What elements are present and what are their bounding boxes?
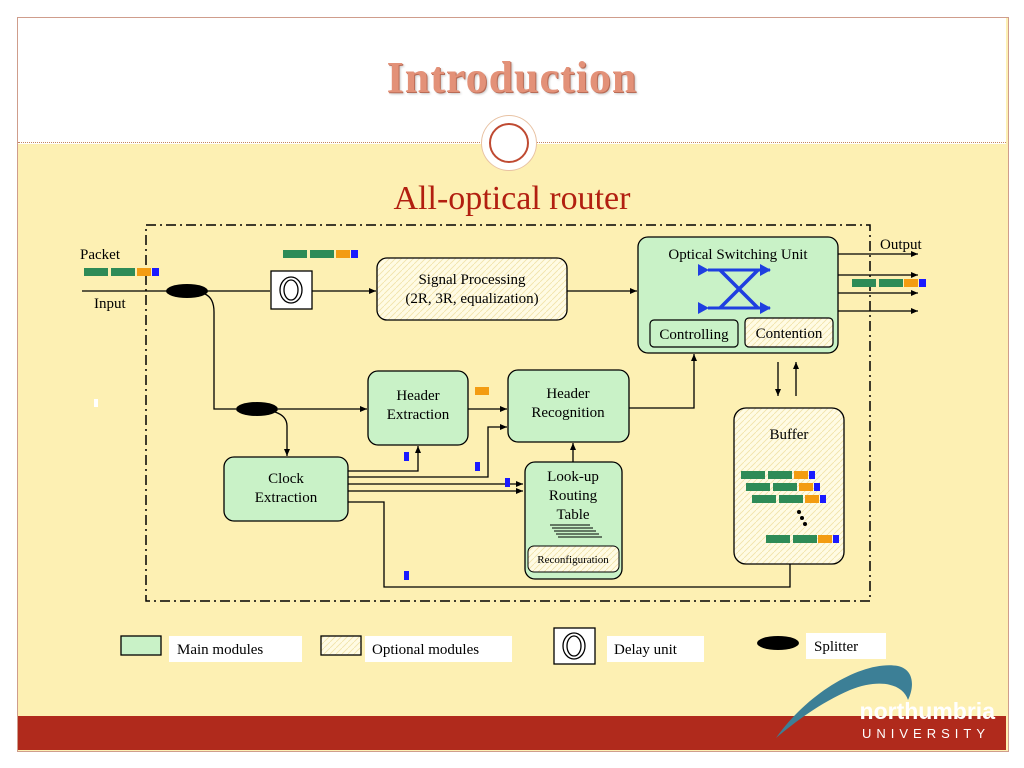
- legend-splitter-icon: [757, 636, 799, 650]
- legend-main-label: Main modules: [177, 642, 263, 658]
- contention-label: Contention: [756, 326, 823, 342]
- clock-extraction-block: [223, 456, 349, 522]
- legend-splitter-label: Splitter: [814, 639, 858, 655]
- clock-bit-icon: [505, 478, 510, 487]
- medallion-ornament: [482, 116, 536, 170]
- legend-main-swatch: [120, 635, 162, 656]
- header-extraction-line-2: Extraction: [387, 407, 450, 423]
- clock-extraction-line-2: Extraction: [255, 490, 318, 506]
- optical-switching-unit-title: Optical Switching Unit: [668, 247, 808, 263]
- signal-processing-detail: (2R, 3R, equalization): [405, 291, 538, 307]
- reconfiguration-label: Reconfiguration: [537, 554, 609, 566]
- stray-marker: [94, 399, 98, 407]
- header-recognition-line-2: Recognition: [531, 405, 605, 421]
- legend-optional-swatch: [320, 635, 362, 656]
- router-boundary: [145, 224, 871, 602]
- legend-delay-box: [607, 636, 704, 662]
- crossbar-switch-icon: [698, 264, 771, 314]
- input-label: Input: [94, 296, 126, 312]
- table-lines-icon: [550, 524, 602, 538]
- processed-packet-icon: [283, 250, 358, 258]
- ellipsis-icon: [797, 510, 807, 526]
- clock-bit-icon: [404, 571, 409, 580]
- legend-optional-label: Optional modules: [372, 642, 479, 658]
- buffered-packet-icon: [746, 483, 820, 491]
- clock-extraction-line-1: Clock: [268, 471, 304, 487]
- packet-label: Packet: [80, 247, 121, 263]
- slide-title: Introduction: [386, 53, 638, 102]
- header-bits-icon: [475, 387, 489, 395]
- logo-wordmark: northumbria: [860, 698, 996, 724]
- lookup-line-1: Look-up: [547, 469, 599, 485]
- header-extraction-block: [367, 370, 469, 446]
- clock-bit-icon: [475, 462, 480, 471]
- northumbria-logo: northumbria UNIVERSITY: [776, 665, 995, 741]
- reconfiguration-block: [527, 545, 620, 573]
- output-label: Output: [880, 237, 923, 253]
- legend-main-box: [169, 636, 302, 662]
- lookup-line-3: Table: [556, 507, 589, 523]
- logo-subtitle: UNIVERSITY: [862, 726, 990, 741]
- input-packet-icon: [84, 268, 159, 276]
- clock-bit-icon: [404, 452, 409, 461]
- output-packet-icon: [852, 279, 926, 287]
- header-extraction-line-1: Header: [396, 388, 439, 404]
- controlling-label: Controlling: [659, 327, 729, 343]
- header-recognition-line-1: Header: [546, 386, 589, 402]
- slide-subtitle: All-optical router: [393, 180, 631, 217]
- legend-delay-icon: [553, 627, 596, 665]
- buffered-packet-icon: [766, 535, 839, 543]
- signal-processing-title: Signal Processing: [418, 272, 526, 288]
- lookup-line-2: Routing: [549, 488, 598, 504]
- splitter-icon: [166, 284, 208, 298]
- header-recognition-block: [507, 369, 630, 443]
- legend-optional-box: [365, 636, 512, 662]
- legend-splitter-box: [806, 633, 886, 659]
- legend-delay-label: Delay unit: [614, 642, 678, 658]
- buffered-packet-icon: [741, 471, 815, 479]
- splitter-icon: [236, 402, 278, 416]
- controlling-block: [649, 319, 739, 348]
- footer-band: [18, 716, 1006, 750]
- buffered-packet-icon: [752, 495, 826, 503]
- signal-processing-block: [376, 257, 568, 321]
- buffer-label: Buffer: [770, 427, 809, 443]
- contention-block: [744, 317, 834, 348]
